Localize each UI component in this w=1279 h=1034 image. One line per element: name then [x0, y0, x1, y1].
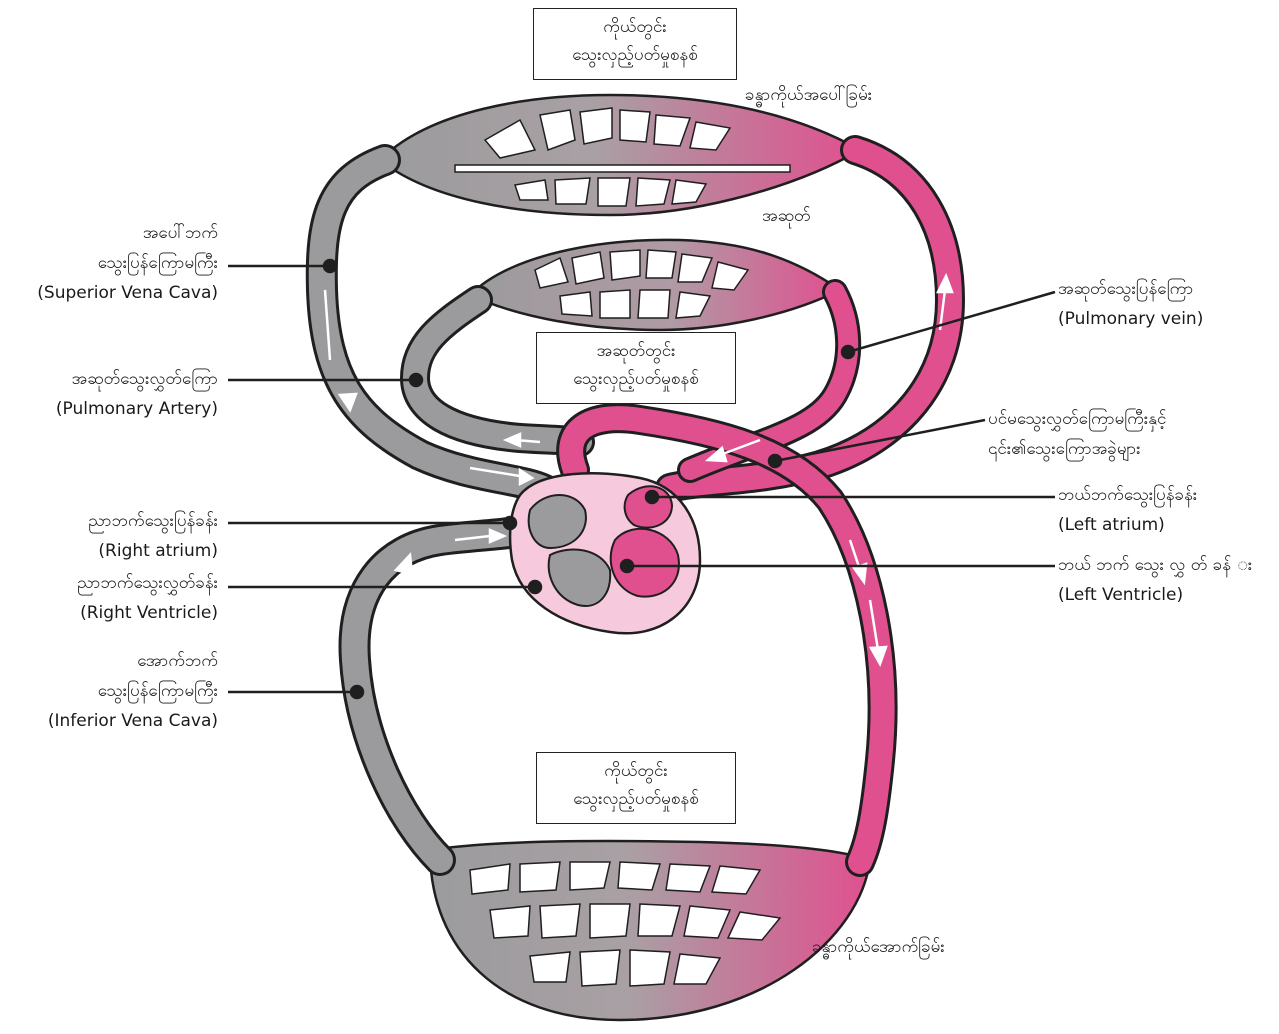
- box-line: သွေးလှည့်ပတ်မှုစနစ်: [543, 365, 729, 393]
- left-ventricle-label: ဘယ် ဘက် သွေး လွှ တ် ခန် း (Left Ventricl…: [1058, 550, 1252, 610]
- pulmonary-artery-label: အဆုတ်သွေးလွှတ်ကြော (Pulmonary Artery): [56, 364, 218, 424]
- label-line: (Right Ventricle): [77, 598, 218, 628]
- label-line: သွေးပြန်ကြောမကြီး: [48, 676, 218, 706]
- right-atrium-label: ညာဘက်သွေးပြန်ခန်း (Right atrium): [88, 506, 218, 566]
- inferior-vena-cava-label: အောက်ဘက် သွေးပြန်ကြောမကြီး (Inferior Ven…: [48, 646, 218, 736]
- label-line: အပေါ်ဘက်: [37, 218, 218, 248]
- label-line: (Inferior Vena Cava): [48, 706, 218, 736]
- label-line: (Pulmonary Artery): [56, 394, 218, 424]
- pulmonary-vein-label: အဆုတ်သွေးပြန်ကြော (Pulmonary vein): [1058, 274, 1203, 334]
- superior-vena-cava-label: အပေါ်ဘက် သွေးပြန်ကြောမကြီး (Superior Ven…: [37, 218, 218, 308]
- upper-body-label: ခန္ဓာကိုယ်အပေါ်ခြမ်း: [745, 84, 872, 109]
- pulmonary-circulation-box: အဆုတ်တွင်း သွေးလှည့်ပတ်မှုစနစ်: [536, 332, 736, 404]
- label-line: ဘယ် ဘက် သွေး လွှ တ် ခန် း: [1058, 550, 1252, 580]
- label-line: ၎င်း၏သွေးကြောအခွဲများ: [988, 434, 1166, 464]
- box-line: အဆုတ်တွင်း: [543, 337, 729, 365]
- box-line: ကိုယ်တွင်း: [540, 13, 730, 41]
- box-line: ကိုယ်တွင်း: [543, 757, 729, 785]
- lower-body-label: ခန္ဓာကိုယ်အောက်ခြမ်း: [812, 936, 945, 961]
- label-line: (Right atrium): [88, 536, 218, 566]
- aorta-label: ပင်မသွေးလွှတ်ကြောမကြီးနှင့် ၎င်း၏သွေးကြေ…: [988, 404, 1166, 464]
- lung-capillary-bed: [470, 240, 840, 330]
- label-line: ဘယ်ဘက်သွေးပြန်ခန်း: [1058, 480, 1197, 510]
- label-line: (Superior Vena Cava): [37, 278, 218, 308]
- label-line: ညာဘက်သွေးပြန်ခန်း: [88, 506, 218, 536]
- label-line: အဆုတ်သွေးပြန်ကြော: [1058, 274, 1203, 304]
- label-line: သွေးပြန်ကြောမကြီး: [37, 248, 218, 278]
- label-line: ပင်မသွေးလွှတ်ကြောမကြီးနှင့်: [988, 404, 1166, 434]
- systemic-circulation-box-bottom: ကိုယ်တွင်း သွေးလှည့်ပတ်မှုစနစ်: [536, 752, 736, 824]
- label-line: (Left atrium): [1058, 510, 1197, 540]
- label-line: ညာဘက်သွေးလွှတ်ခန်း: [77, 568, 218, 598]
- box-line: သွေးလှည့်ပတ်မှုစနစ်: [543, 785, 729, 813]
- box-line: သွေးလှည့်ပတ်မှုစနစ်: [540, 41, 730, 69]
- left-atrium-label: ဘယ်ဘက်သွေးပြန်ခန်း (Left atrium): [1058, 480, 1197, 540]
- label-line: အဆုတ်သွေးလွှတ်ကြော: [56, 364, 218, 394]
- label-line: အောက်ဘက်: [48, 646, 218, 676]
- systemic-circulation-box-top: ကိုယ်တွင်း သွေးလှည့်ပတ်မှုစနစ်: [533, 8, 737, 80]
- label-line: (Pulmonary vein): [1058, 304, 1203, 334]
- upper-body-capillary-bed: [380, 95, 860, 215]
- lower-body-capillary-bed: [430, 841, 870, 1020]
- lungs-label: အဆုတ်: [762, 205, 811, 230]
- label-line: (Left Ventricle): [1058, 580, 1252, 610]
- right-ventricle-label: ညာဘက်သွေးလွှတ်ခန်း (Right Ventricle): [77, 568, 218, 628]
